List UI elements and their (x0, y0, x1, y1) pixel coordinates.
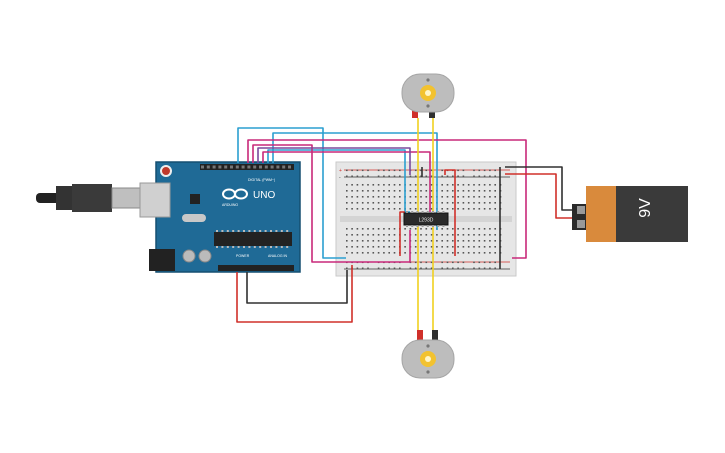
battery-9v[interactable]: 9V (572, 186, 688, 242)
driver-ic-label: L293D (419, 218, 434, 224)
digital-label: DIGITAL (PWM~) (248, 178, 275, 182)
digital-pin[interactable] (259, 165, 262, 169)
wire-red-driver-1 (444, 169, 456, 256)
digital-pin[interactable] (201, 165, 204, 169)
digital-pin[interactable] (247, 165, 251, 169)
bottom-motor[interactable] (401, 330, 455, 379)
analog-label: ANALOG IN (268, 254, 288, 258)
rail-plus-label: + (339, 168, 342, 174)
arduino-logo-icon (222, 188, 248, 200)
usb-port (139, 182, 171, 218)
digital-pin[interactable] (218, 165, 222, 169)
driver-ic[interactable]: L293D (403, 211, 449, 227)
usb-cable (36, 184, 143, 212)
digital-pin[interactable] (282, 165, 286, 169)
digital-pin[interactable] (230, 165, 233, 169)
battery-label: 9V (637, 198, 654, 218)
digital-pin[interactable] (276, 165, 280, 169)
digital-pin[interactable] (270, 165, 274, 169)
digital-pin-row (201, 165, 291, 169)
wire-magenta-2 (252, 144, 411, 263)
digital-pin[interactable] (288, 165, 291, 169)
digital-pin[interactable] (224, 165, 228, 169)
reset-button[interactable] (160, 165, 172, 177)
wire-cyan-1 (237, 127, 346, 259)
wire-purple-1 (257, 147, 411, 175)
atmega-chip (214, 232, 292, 246)
digital-pin[interactable] (206, 165, 210, 169)
digital-pin[interactable] (235, 165, 239, 169)
crystal (182, 214, 206, 222)
wire-black-1 (246, 270, 348, 304)
digital-pin[interactable] (212, 165, 216, 169)
power-analog-header (218, 265, 294, 271)
wire-black-batt (505, 166, 580, 211)
digital-header (200, 164, 294, 170)
power-jack (149, 249, 175, 271)
wire-red-batt (505, 173, 580, 219)
wire-magenta-1 (247, 139, 527, 259)
wire-red-driver-2 (399, 211, 405, 256)
digital-pin[interactable] (264, 165, 268, 169)
rail-minus-label: - (339, 175, 341, 181)
board-model: UNO (253, 190, 275, 201)
arduino-board[interactable]: UNO ARDUINO DIGITAL (PWM~) POWER ANALOG … (139, 161, 301, 273)
power-label: POWER (236, 254, 250, 258)
wire-red-1 (236, 265, 353, 323)
digital-pin[interactable] (253, 165, 257, 169)
wire-magenta-3 (262, 151, 431, 212)
digital-pin[interactable] (241, 165, 245, 169)
top-motor[interactable] (401, 73, 455, 118)
board-brand: ARDUINO (222, 203, 238, 207)
